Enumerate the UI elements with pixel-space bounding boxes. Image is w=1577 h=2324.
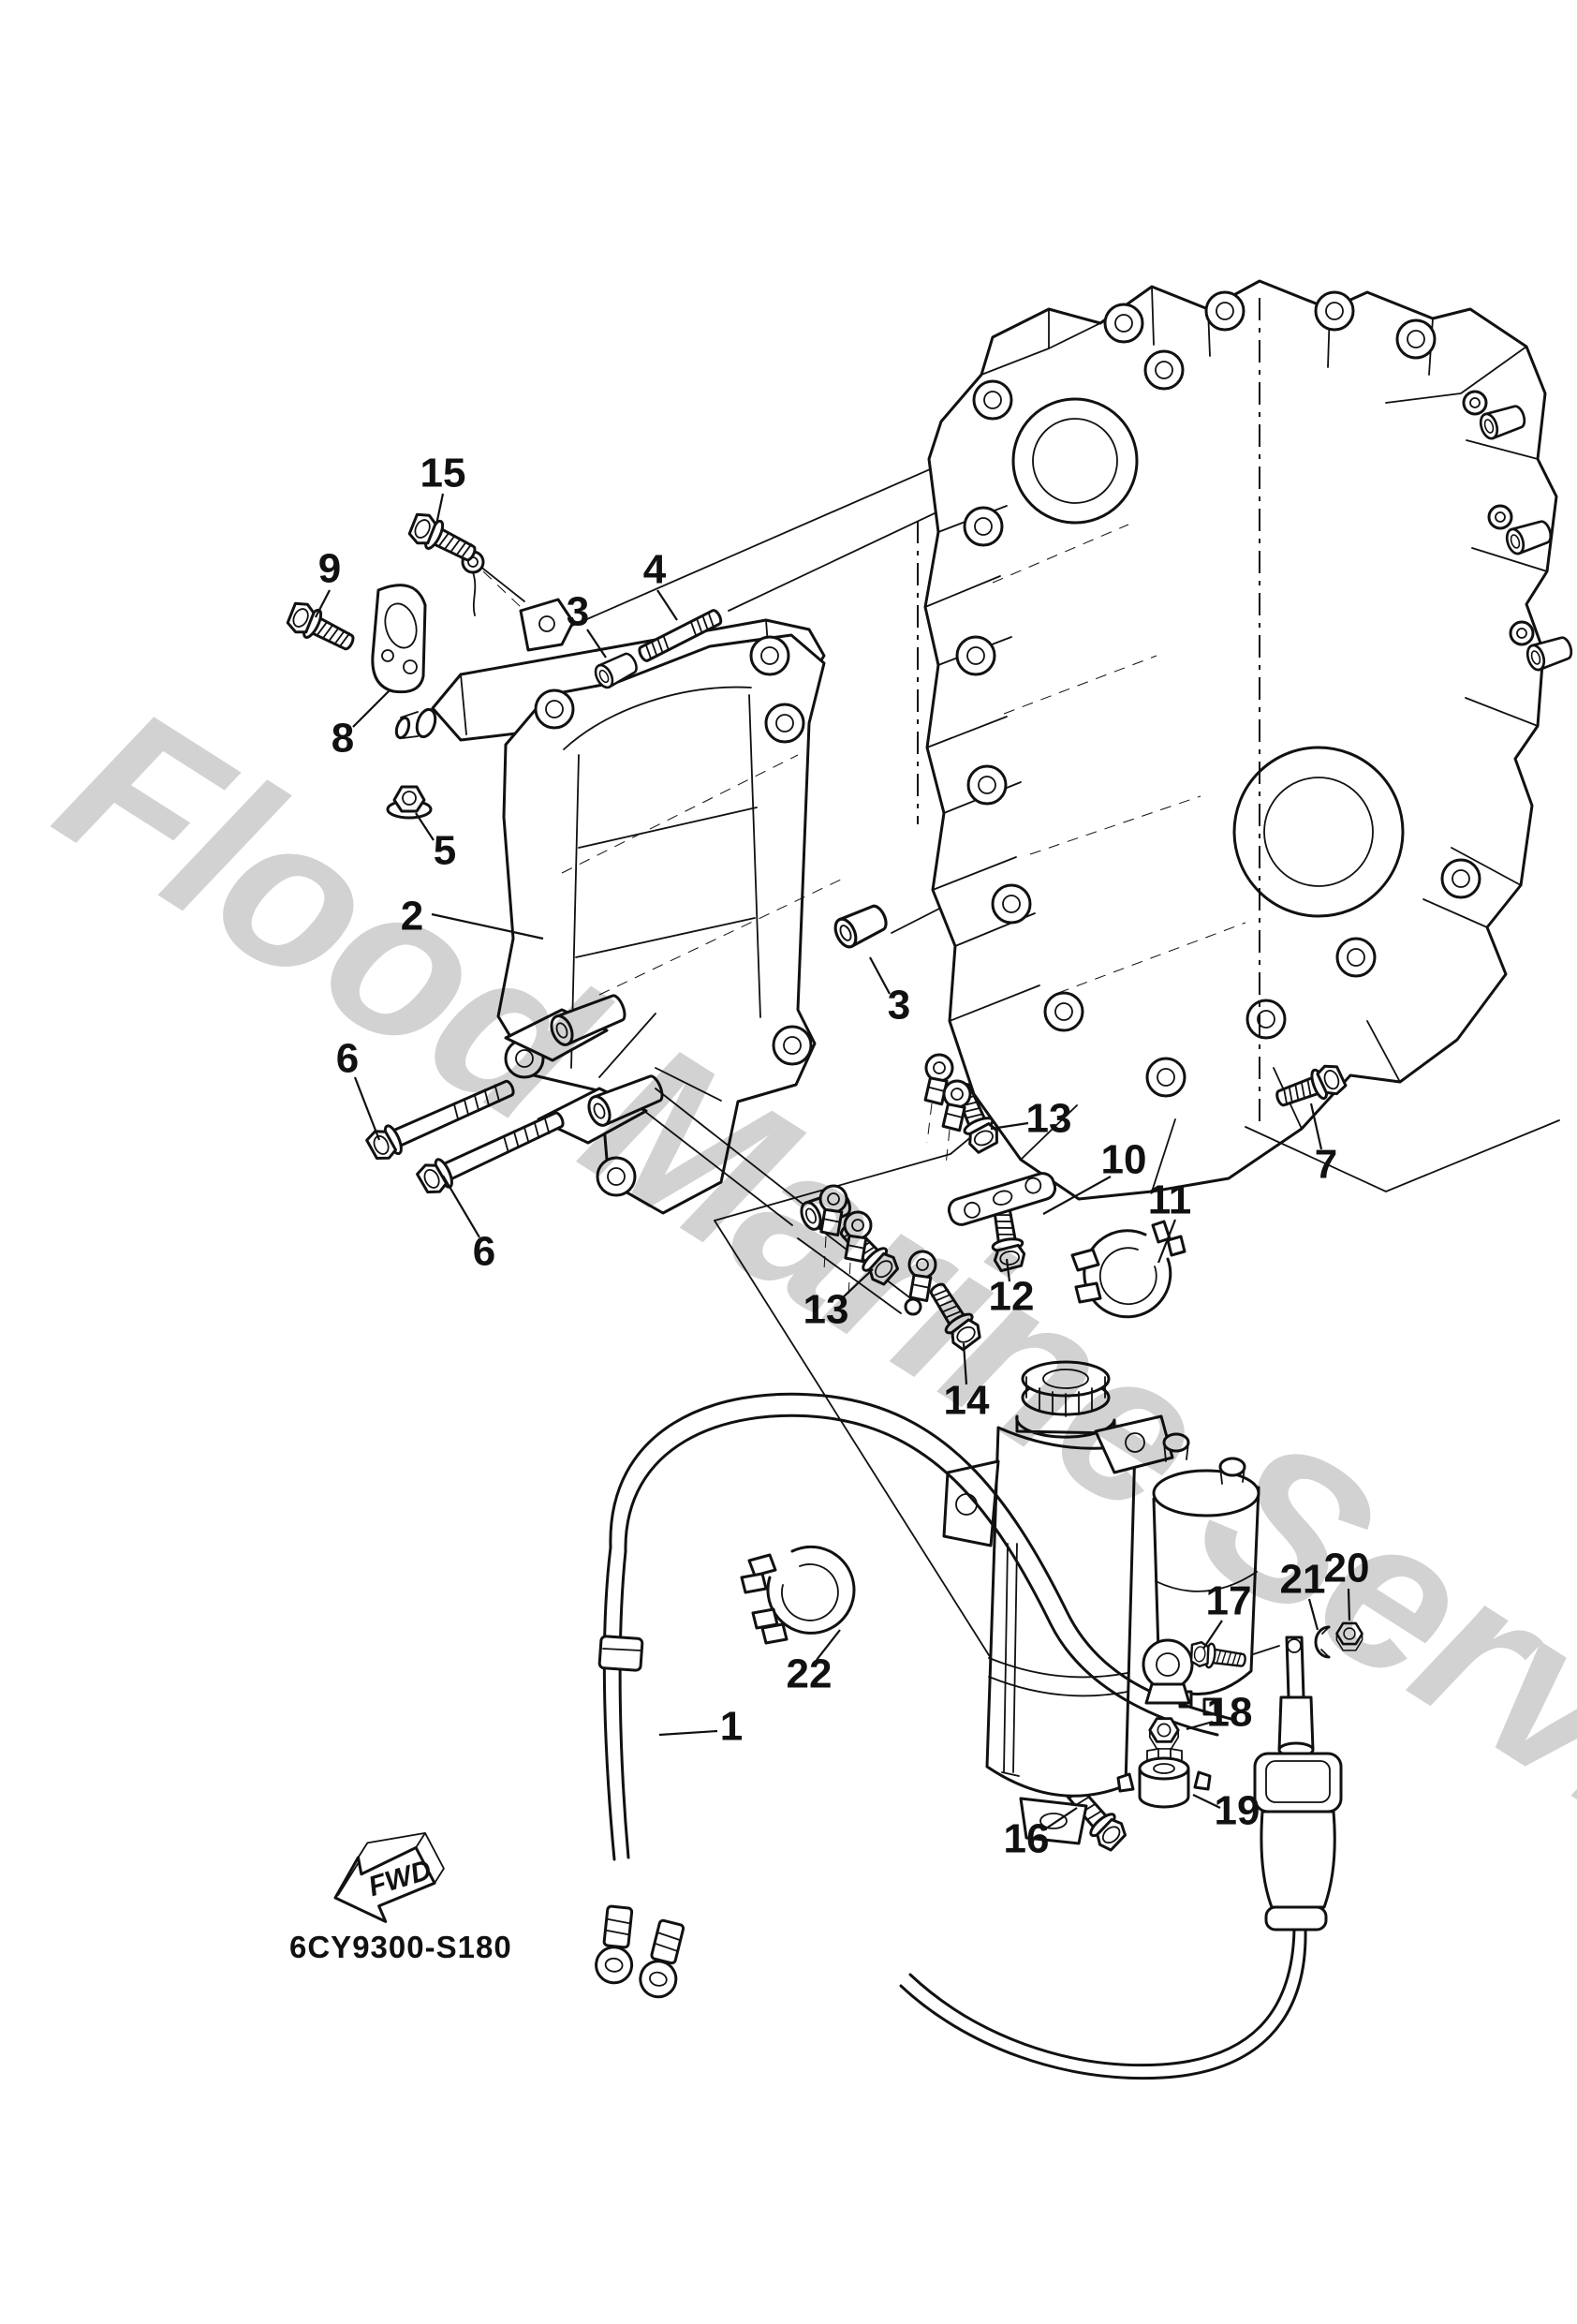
callout-leader-1 (658, 1729, 718, 1737)
callout-leader-15 (435, 493, 445, 525)
callout-leader-8 (352, 688, 391, 728)
callout-leader-22 (816, 1629, 841, 1661)
callout-leader-10 (1042, 1176, 1112, 1215)
callout-leader-3 (586, 629, 607, 659)
callout-6: 6 (473, 1229, 495, 1275)
callout-15: 15 (420, 451, 466, 496)
callout-leader-6 (353, 1076, 381, 1141)
wire-clamp-22 (740, 1545, 856, 1645)
callout-13: 13 (1026, 1096, 1072, 1142)
castle-nut-19 (1116, 1748, 1212, 1809)
callout-7: 7 (1315, 1142, 1337, 1188)
callout-10: 10 (1101, 1137, 1147, 1183)
pivot-arm (643, 1088, 922, 1316)
wire-clamp-11 (1070, 1220, 1186, 1319)
large-boss (1232, 746, 1405, 918)
hardware (282, 509, 1349, 1855)
callout-3: 3 (888, 983, 910, 1029)
side-rollers (1462, 390, 1576, 674)
callout-6: 6 (336, 1036, 359, 1082)
callout-leader-9 (315, 589, 331, 618)
bolt-15 (404, 509, 482, 570)
callout-4: 4 (643, 547, 667, 593)
pinion-gear (1015, 1360, 1116, 1439)
callout-22: 22 (787, 1651, 833, 1697)
callout-14: 14 (944, 1378, 990, 1424)
fwd-arrow-icon: FWD (333, 1832, 445, 1923)
callout-2: 2 (401, 894, 423, 940)
callout-leader-16 (1042, 1807, 1078, 1831)
callout-9: 9 (318, 546, 341, 592)
callout-leader-4 (656, 589, 678, 621)
callout-17: 17 (1206, 1578, 1252, 1624)
engine-block (917, 279, 1576, 1201)
callout-leader-5 (415, 812, 435, 841)
callout-leader-6 (442, 1175, 480, 1238)
mount-bracket (371, 550, 922, 1316)
callout-leader-14 (962, 1342, 968, 1385)
nut-18 (1148, 1717, 1180, 1751)
starter-motor (942, 1360, 1260, 1845)
crank-bore (1011, 397, 1139, 525)
callout-leader-21 (1307, 1598, 1319, 1631)
battery-cable-assembly (595, 1392, 1363, 2080)
callout-19: 19 (1215, 1788, 1260, 1834)
callout-18: 18 (1207, 1690, 1253, 1736)
clip-21 (1314, 1625, 1331, 1659)
callout-3: 3 (567, 589, 589, 635)
diagram-code: 6CY9300-S180 (289, 1930, 512, 1964)
lower-mounts (504, 994, 664, 1145)
callout-leader-19 (1192, 1794, 1221, 1809)
terminal-17 (1142, 1638, 1248, 1705)
callout-leader-7 (1309, 1103, 1323, 1150)
callout-20: 20 (1324, 1546, 1370, 1591)
callout-leader-3 (869, 956, 891, 995)
cable-1 (595, 1392, 1236, 1999)
callout-16: 16 (1004, 1816, 1050, 1862)
callout-leader-13 (840, 1268, 874, 1300)
flange-nut-5 (386, 785, 433, 820)
callout-leader-18 (1186, 1720, 1214, 1731)
callout-leader-12 (1005, 1258, 1011, 1282)
callout-1: 1 (720, 1704, 743, 1750)
callout-8: 8 (332, 716, 354, 762)
collar-3b (830, 900, 892, 952)
callout-21: 21 (1280, 1557, 1326, 1603)
callout-leader-11 (1157, 1219, 1177, 1264)
callout-leader-2 (431, 912, 544, 940)
terminal-rings (816, 1051, 974, 1303)
bracket-arch (496, 633, 844, 1215)
callout-5: 5 (434, 828, 456, 874)
anchor-plate-part8 (371, 584, 427, 694)
stud-4 (638, 609, 723, 662)
callout-11: 11 (1148, 1177, 1192, 1223)
key-terminal-cap (899, 1636, 1343, 2080)
callout-leader-17 (1202, 1620, 1223, 1650)
callout-leader-13 (990, 1121, 1029, 1131)
bracket-top-tab (461, 550, 575, 652)
callout-12: 12 (989, 1274, 1035, 1320)
lead-plate-10 (947, 1172, 1057, 1226)
callout-13: 13 (803, 1287, 849, 1333)
